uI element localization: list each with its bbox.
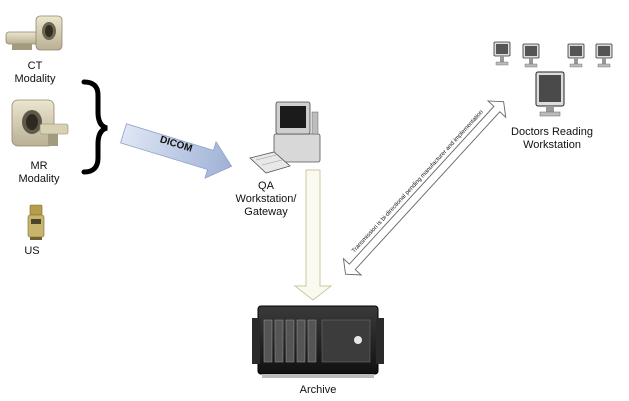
computer-workstation-icon	[249, 101, 321, 174]
qa-label-line2: Workstation/	[235, 193, 297, 205]
dicom-arrow	[120, 123, 233, 179]
ultrasound-icon	[27, 204, 45, 240]
reading-workstation-label: Doctors Reading Workstation	[500, 126, 604, 152]
qa-label-line3: Gateway	[244, 206, 288, 218]
reading-label-line1: Doctors Reading	[511, 126, 593, 138]
mr-label-line1: MR	[30, 160, 48, 172]
monitor-icon	[535, 71, 565, 117]
mr-modality-label: MR Modality	[14, 160, 64, 186]
server-icon	[252, 305, 384, 378]
reading-monitor-icon-3	[567, 43, 585, 68]
ct-label-line1: CT	[27, 60, 43, 72]
us-label-line1: US	[24, 245, 40, 257]
qa-label-line1: QA	[258, 180, 274, 192]
ct-modality-label: CT Modality	[10, 60, 60, 86]
reading-monitor-icon-4	[595, 43, 613, 68]
grouping-brace	[81, 79, 108, 175]
archive-label: Archive	[299, 384, 337, 396]
ct-scanner-icon	[5, 15, 63, 51]
reading-monitor-icon-1	[493, 41, 511, 66]
reading-monitor-icon-2	[522, 43, 540, 68]
us-modality-label: US	[12, 245, 52, 258]
transmission-arrow: Transmission is bi-directional pending m…	[342, 100, 507, 276]
qa-workstation-label: QA Workstation/ Gateway	[226, 180, 306, 219]
mr-scanner-icon	[11, 99, 69, 147]
ct-label-line2: Modality	[14, 73, 56, 85]
qa-to-archive-arrow	[293, 169, 333, 301]
reading-label-line2: Workstation	[523, 139, 581, 151]
transmission-label: Transmission is bi-directional pending m…	[351, 109, 485, 254]
mr-label-line2: Modality	[18, 173, 60, 185]
